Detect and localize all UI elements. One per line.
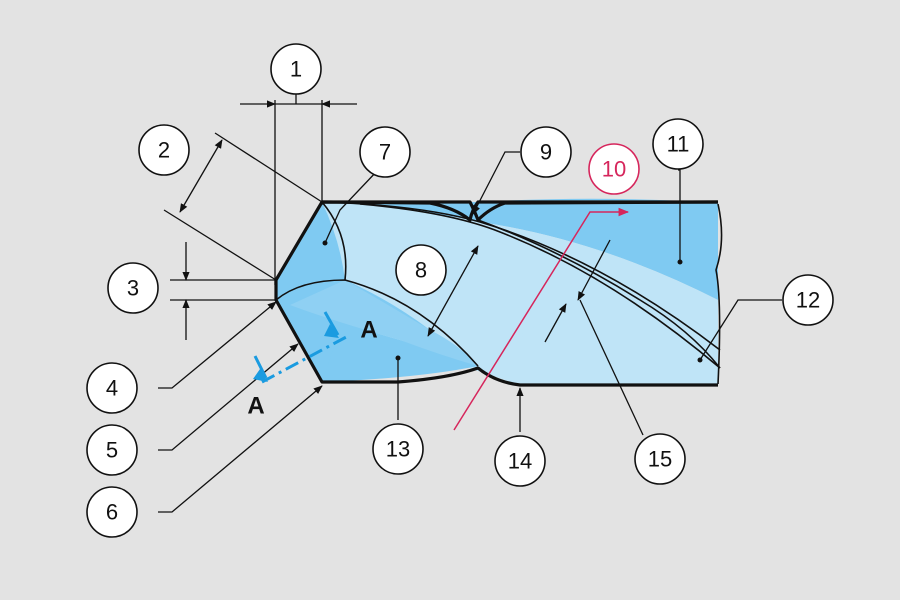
callout-11-label: 11 (667, 132, 690, 157)
callout-14-label: 14 (508, 449, 532, 474)
callout-2-label: 2 (158, 138, 170, 163)
callout-7: 7 (359, 126, 411, 178)
callout-1: 1 (270, 43, 322, 95)
tip-separator (321, 201, 347, 281)
drill-body (274, 198, 723, 387)
callout-13: 13 (372, 423, 424, 475)
callouts: 1 2 3 4 5 6 7 8 (86, 43, 834, 538)
callout-8: 8 (395, 244, 447, 296)
shank-end (715, 203, 723, 385)
drill-outline (274, 200, 718, 387)
callout-12: 12 (782, 274, 834, 326)
callout-15-label: 15 (648, 447, 672, 472)
callout-14: 14 (494, 435, 546, 487)
helix-edge-3 (477, 219, 721, 369)
callout-11: 11 (652, 118, 704, 170)
helix-edge-2 (359, 203, 721, 369)
section-label-bottom: A (247, 393, 264, 420)
section-a-a: A A (247, 311, 378, 420)
section-label-top: A (360, 317, 377, 344)
secondary-cutting-face-lighter (290, 280, 478, 366)
helix-angle-line (453, 207, 630, 431)
callout-4-label: 4 (106, 376, 118, 401)
callout-13-label: 13 (386, 437, 410, 462)
callout-4: 4 (86, 362, 138, 414)
callout-2: 2 (138, 124, 190, 176)
callout-12-label: 12 (796, 288, 820, 313)
callout-15: 15 (634, 433, 686, 485)
callout-3-label: 3 (127, 276, 139, 301)
callout-5-label: 5 (106, 438, 118, 463)
callout-9: 9 (520, 126, 572, 178)
callout-5: 5 (86, 424, 138, 476)
callout-1-label: 1 (290, 57, 302, 82)
callout-10-label: 10 (602, 157, 626, 182)
callout-7-label: 7 (379, 140, 391, 165)
callout-8-label: 8 (415, 258, 427, 283)
upper-flute-face (322, 198, 718, 300)
margin-band (520, 292, 718, 385)
primary-cutting-face (276, 202, 345, 300)
callout-6-label: 6 (106, 500, 118, 525)
callout-10: 10 (588, 143, 640, 195)
callout-9-label: 9 (540, 140, 552, 165)
callout-3: 3 (107, 262, 159, 314)
callout-6: 6 (86, 486, 138, 538)
